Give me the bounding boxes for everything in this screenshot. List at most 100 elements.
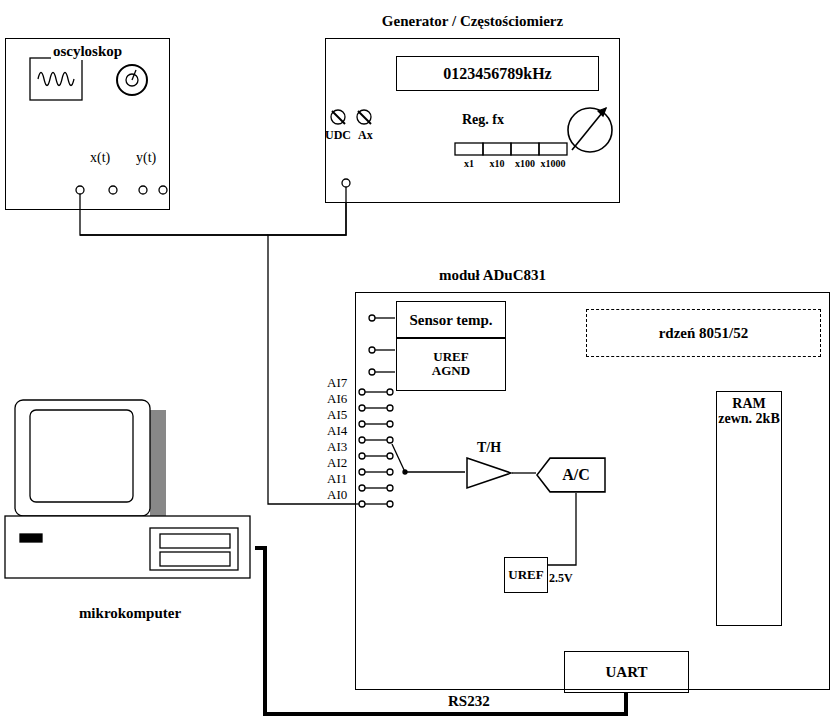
node-label: UREF — [508, 568, 543, 582]
terminal — [365, 407, 387, 408]
sine-trace — [38, 73, 74, 86]
pin-name: AI7 — [327, 376, 347, 390]
drive-bay — [150, 528, 238, 570]
terminal — [342, 179, 350, 187]
module-box: moduł ADuC831Sensor temp.UREFAGNDrdzeń 8… — [355, 292, 830, 690]
knob-mark — [132, 70, 136, 80]
terminal — [365, 439, 387, 440]
ax-knob — [357, 110, 371, 124]
range-button — [455, 143, 483, 155]
node-text-group: moduł ADuC831 — [196, 267, 789, 284]
pin-name: AI3 — [327, 440, 347, 454]
node-label: UREF — [433, 350, 468, 364]
sensor-box: Sensor temp. — [396, 301, 506, 339]
node-text-group: oscyloskop — [6, 39, 169, 60]
pin-name: AI2 — [327, 456, 347, 470]
monitor — [15, 400, 150, 516]
wire — [345, 187, 346, 203]
node-label: oscyloskop — [51, 43, 124, 60]
oscilloscope-box: oscyloskop — [5, 38, 170, 210]
signal-label: UDC — [325, 129, 351, 142]
node-label: AGND — [432, 364, 470, 378]
monitor-shadow — [150, 410, 166, 516]
range-button — [483, 143, 511, 155]
terminal — [387, 453, 393, 459]
terminal — [359, 453, 365, 459]
terminal — [387, 501, 393, 507]
signal-label: Reg. fx — [462, 112, 504, 127]
pin-name: AI5 — [327, 408, 347, 422]
edge-label: RS232 — [448, 693, 490, 710]
node-label: RAM zewn. 2kB — [717, 396, 781, 427]
knob-pointer — [332, 111, 345, 124]
wire — [512, 472, 536, 473]
ram-box: RAM zewn. 2kB — [716, 391, 782, 626]
terminal — [365, 455, 387, 456]
reference-box: UREFAGND — [396, 337, 506, 391]
wire — [268, 203, 355, 504]
terminal — [387, 389, 393, 395]
terminal — [369, 315, 375, 321]
node-label: UART — [606, 664, 648, 681]
signal-label: x(t) — [90, 150, 110, 165]
signal-label: Ax — [358, 129, 373, 142]
terminal — [369, 369, 375, 375]
node-text-group: T/H — [406, 440, 572, 455]
node-text-group: A/C — [546, 457, 606, 493]
node-label: T/H — [477, 440, 501, 455]
terminal — [139, 186, 147, 194]
terminal — [365, 423, 387, 424]
terminal — [365, 487, 387, 488]
terminal — [359, 389, 365, 395]
wire — [80, 203, 346, 235]
knob-pointer — [358, 111, 371, 124]
terminal — [365, 391, 387, 392]
pin-name: AI0 — [327, 488, 347, 502]
computer-case — [5, 516, 250, 578]
node-text-group: UREF — [505, 558, 547, 592]
wire — [548, 493, 576, 565]
wire — [375, 349, 395, 350]
track-hold-amplifier: T/H — [466, 457, 512, 489]
multiplexer-switch — [392, 444, 405, 472]
node-label: 0123456789kHz — [443, 65, 551, 83]
terminal — [359, 405, 365, 411]
terminal — [387, 437, 393, 443]
terminal — [365, 471, 387, 472]
wire — [375, 317, 395, 318]
terminal — [387, 405, 393, 411]
pin-name: AI6 — [327, 392, 347, 406]
signal-label: x1000 — [541, 158, 566, 169]
signal-label: y(t) — [136, 150, 156, 165]
node-text-group: rdzeń 8051/52 — [587, 310, 820, 356]
scope-knob — [117, 65, 147, 95]
terminal — [359, 485, 365, 491]
uart-box: UART — [564, 651, 689, 693]
wire — [405, 471, 465, 472]
signal-label: 2.5V — [549, 572, 573, 585]
wire — [79, 194, 80, 210]
udc-knob — [331, 110, 345, 124]
power-button — [20, 534, 42, 542]
signal-label: x1 — [464, 158, 474, 169]
node-label: mikrokomputer — [79, 605, 181, 622]
node-label: moduł ADuC831 — [439, 267, 546, 284]
range-button — [539, 143, 567, 155]
core-box: rdzeń 8051/52 — [586, 309, 821, 357]
analog-input-terminals — [359, 389, 393, 507]
node-text-group: Sensor temp. — [397, 302, 505, 338]
terminal — [359, 421, 365, 427]
node-label: Generator / Częstościomierz — [382, 13, 563, 30]
node-text-group: RAM zewn. 2kB — [717, 392, 781, 427]
signal-label: x100 — [515, 158, 535, 169]
terminal — [365, 503, 387, 504]
amplifier-triangle — [466, 457, 512, 489]
pointer-head — [598, 108, 606, 116]
wire — [375, 371, 395, 372]
adc-block: A/C — [536, 457, 606, 493]
terminal — [76, 186, 84, 194]
terminal — [359, 469, 365, 475]
scope-screen — [30, 58, 82, 100]
